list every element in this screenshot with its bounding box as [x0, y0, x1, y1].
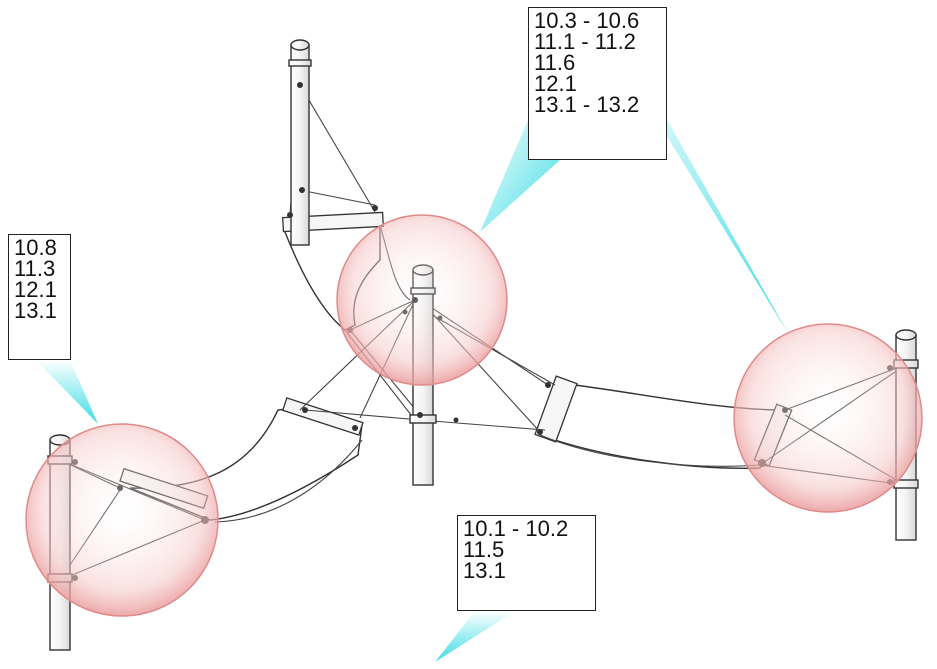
callout-top-line: 11.1 - 11.2	[534, 29, 636, 54]
pointer-bottom	[435, 611, 515, 662]
post-top	[288, 39, 312, 246]
callout-bottom-line: 11.5	[463, 537, 505, 562]
callout-bottom-line: 13.1	[463, 558, 506, 583]
callout-top-line: 13.1 - 13.2	[534, 92, 640, 117]
callout-top-line: 11.6	[534, 50, 576, 75]
pointer-left	[36, 360, 98, 424]
callout-left: 10.8 11.3 12.1 13.1	[8, 234, 71, 360]
bar-center-right	[534, 375, 578, 443]
callout-left-line: 10.8	[14, 235, 57, 260]
highlight-left	[25, 423, 219, 617]
highlight-center	[336, 214, 508, 386]
highlight-right	[733, 323, 923, 513]
callout-top: 10.3 - 10.6 11.1 - 11.2 11.6 12.1 13.1 -…	[528, 7, 667, 160]
callout-bottom: 10.1 - 10.2 11.5 13.1	[457, 515, 596, 611]
callout-top-line: 12.1	[534, 71, 577, 96]
callout-left-line: 12.1	[14, 277, 57, 302]
callout-left-line: 13.1	[14, 298, 57, 323]
highlight-circles	[25, 214, 923, 617]
callout-bottom-line: 10.1 - 10.2	[463, 516, 569, 541]
callout-top-line: 10.3 - 10.6	[534, 8, 640, 33]
callout-left-line: 11.3	[14, 256, 56, 281]
